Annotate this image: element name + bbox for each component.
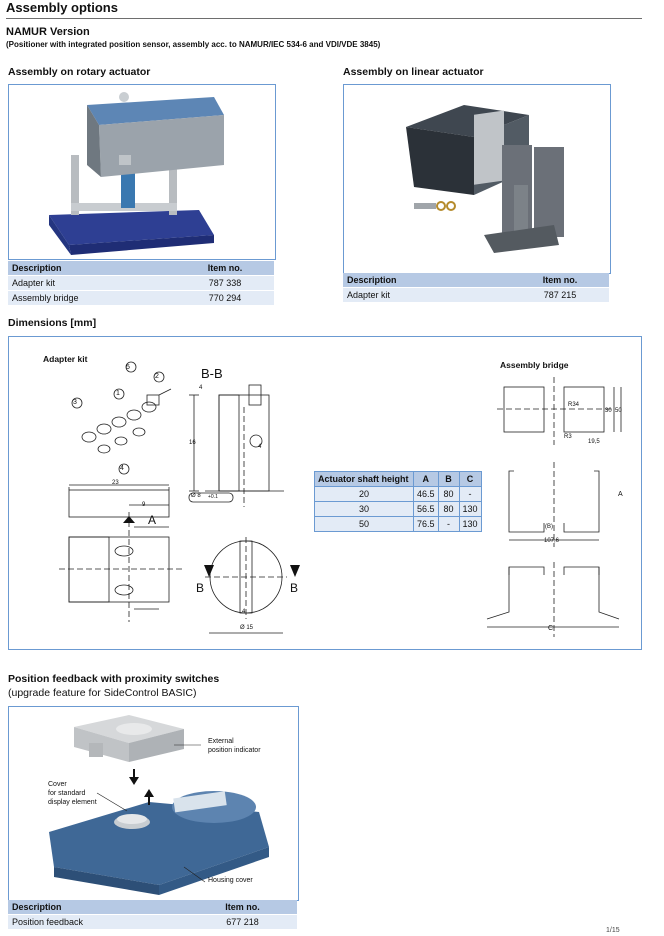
bridge-c: C xyxy=(548,625,554,632)
table-cell: 80 xyxy=(437,501,460,517)
table-cell: 76.5 xyxy=(413,516,439,532)
linear-table-header-item: Item no. xyxy=(511,273,609,288)
table-cell-description: Adapter kit xyxy=(343,287,511,303)
dim-4-top: 4 xyxy=(199,385,203,391)
rotary-title: Assembly on rotary actuator xyxy=(8,66,151,78)
table-cell: 50 xyxy=(314,516,414,532)
adapter-kit-exploded-icon xyxy=(71,361,172,475)
dim-23: 23 xyxy=(112,480,119,486)
feedback-title: Position feedback with proximity switche… xyxy=(8,673,220,685)
dim-table-header-a: A xyxy=(413,471,439,487)
feedback-table-header-description: Description xyxy=(8,900,188,915)
table-cell: 80 xyxy=(437,486,460,502)
bridge-b: (B) xyxy=(545,524,553,530)
assembly-bridge-label: Assembly bridge xyxy=(500,360,569,370)
table-cell: 130 xyxy=(458,501,482,517)
table-cell: 56.5 xyxy=(413,501,439,517)
table-cell-description: Position feedback xyxy=(8,914,188,930)
namur-subtitle: (Positioner with integrated position sen… xyxy=(6,40,381,49)
bridge-1076: 107,6 xyxy=(544,538,560,544)
table-cell: - xyxy=(458,486,482,502)
feedback-table-header-item: Item no. xyxy=(188,900,297,915)
dim-4-circle: 4 xyxy=(242,609,246,615)
adapter-kit-label: Adapter kit xyxy=(43,354,88,364)
table-cell: 30 xyxy=(314,501,414,517)
dimensions-drawing xyxy=(59,361,622,637)
arrow-label-a: A xyxy=(148,513,157,527)
callout-cover: Cover for standard display element xyxy=(48,781,97,806)
feedback-subtitle: (upgrade feature for SideControl BASIC) xyxy=(8,687,197,699)
callout-external-indicator: External position indicator xyxy=(208,738,261,754)
rotary-table-header-item: Item no. xyxy=(176,261,274,276)
rotary-table-header-description: Description xyxy=(8,261,176,276)
table-cell-item: 787 338 xyxy=(176,275,274,291)
callout-4: 4 xyxy=(120,465,124,472)
arrow-label-b-left: B xyxy=(196,581,205,595)
dim-table-header-height: Actuator shaft height xyxy=(314,471,414,487)
callout-housing-cover: Housing cover xyxy=(208,877,253,884)
callout-2: 2 xyxy=(155,373,159,380)
callout-1: 1 xyxy=(116,390,120,397)
callout-5: 5 xyxy=(126,364,130,371)
feedback-image-frame xyxy=(8,706,299,901)
dim-tolerance: +0.1 xyxy=(208,494,218,500)
bridge-r34: R34 xyxy=(568,402,580,408)
dim-9: 9 xyxy=(142,502,146,508)
bridge-r3: R3 xyxy=(564,434,572,440)
table-cell: 20 xyxy=(314,486,414,502)
dim-dia8: Ø 8 xyxy=(191,493,201,499)
linear-title: Assembly on linear actuator xyxy=(343,66,484,78)
page-header: Assembly options xyxy=(6,0,642,19)
bridge-195: 19,5 xyxy=(588,439,600,445)
dim-16: 16 xyxy=(189,440,196,446)
linear-table-header-description: Description xyxy=(343,273,511,288)
section-bb-label: B-B xyxy=(201,366,223,381)
dim-4-section: 4 xyxy=(258,444,262,450)
table-cell: 130 xyxy=(458,516,482,532)
table-cell-description: Assembly bridge xyxy=(8,290,176,306)
dim-dia15: Ø 15 xyxy=(240,625,254,631)
rotary-actuator-illustration xyxy=(49,92,224,255)
bridge-a: A xyxy=(618,491,623,498)
table-cell: - xyxy=(437,516,460,532)
callout-3: 3 xyxy=(73,399,77,406)
rotary-image-frame xyxy=(8,84,276,260)
table-cell-item: 677 218 xyxy=(188,914,297,930)
linear-actuator-illustration xyxy=(406,105,564,253)
bridge-50: 50 xyxy=(615,408,622,414)
position-feedback-illustration xyxy=(49,715,269,895)
arrow-label-b-right: B xyxy=(290,581,299,595)
page-number: 1/15 xyxy=(606,927,620,934)
linear-image-frame xyxy=(343,84,611,274)
table-cell-item: 787 215 xyxy=(511,287,609,303)
table-cell-item: 770 294 xyxy=(176,290,274,306)
namur-title: NAMUR Version xyxy=(6,26,90,38)
dim-table-header-b: B xyxy=(437,471,460,487)
table-cell: 46.5 xyxy=(413,486,439,502)
table-cell-description: Adapter kit xyxy=(8,275,176,291)
dimensions-title: Dimensions [mm] xyxy=(8,317,97,329)
dim-table-header-c: C xyxy=(458,471,482,487)
page-title: Assembly options xyxy=(6,0,118,15)
bridge-30: 30 xyxy=(605,408,612,414)
